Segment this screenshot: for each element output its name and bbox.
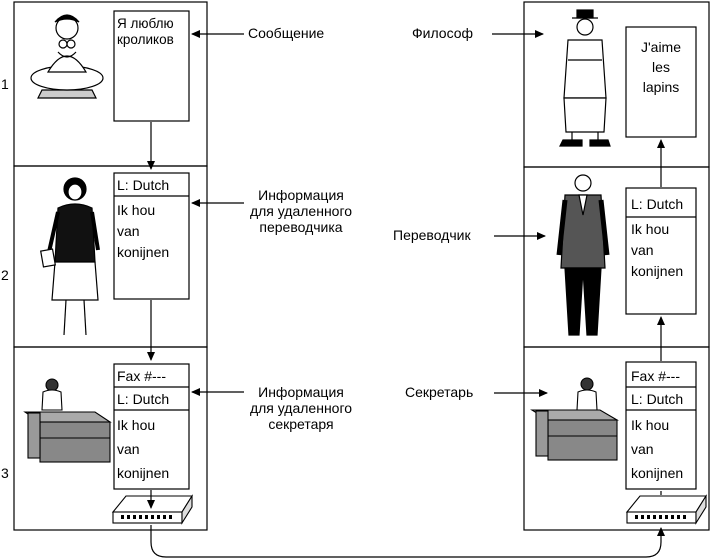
left-secretary-doc bbox=[113, 363, 190, 490]
left-stack bbox=[13, 1, 208, 531]
left-secretary-doc-header: L: Dutch bbox=[117, 391, 170, 407]
left-secretary-figure bbox=[23, 378, 112, 463]
left-translator-figure bbox=[40, 177, 100, 336]
left-philosopher-figure bbox=[30, 14, 104, 99]
right-secretary-doc-body: Ik hou van konijnen bbox=[631, 417, 684, 481]
layer-number-3: 3 bbox=[1, 465, 9, 481]
label-translator: Переводчик bbox=[393, 227, 471, 243]
label-philosopher: Философ bbox=[412, 25, 474, 41]
left-translator-doc-header: L: Dutch bbox=[117, 177, 170, 193]
label-secretary: Секретарь bbox=[405, 384, 474, 400]
label-translator-info: Информация для удаленного переводчика bbox=[249, 187, 353, 235]
left-translator-doc-body: Ik hou van konijnen bbox=[117, 202, 170, 260]
right-translator-doc bbox=[625, 187, 697, 315]
right-message-text: J'aime les lapins bbox=[640, 39, 682, 95]
right-secretary-doc bbox=[625, 361, 697, 490]
right-stack bbox=[523, 1, 710, 531]
right-secretary-doc-fax: Fax #--- bbox=[631, 368, 680, 384]
transmission-line bbox=[150, 525, 665, 558]
right-translator-doc-header: L: Dutch bbox=[631, 196, 684, 212]
left-fax-machine bbox=[111, 494, 193, 525]
left-message-doc bbox=[113, 10, 190, 122]
left-message-text: Я люблю кроликов bbox=[117, 16, 174, 47]
right-fax-machine bbox=[625, 494, 707, 525]
left-translator-doc bbox=[113, 172, 190, 300]
right-secretary-figure bbox=[530, 377, 620, 461]
label-message: Сообщение bbox=[248, 25, 325, 41]
left-secretary-doc-body: Ik hou van konijnen bbox=[117, 417, 170, 481]
right-translator-figure bbox=[556, 174, 610, 336]
label-secretary-info: Информация для удаленного секретаря bbox=[249, 384, 353, 432]
left-secretary-doc-fax: Fax #--- bbox=[117, 368, 166, 384]
right-layer-3-frame bbox=[523, 346, 710, 531]
left-layer-3-frame bbox=[13, 346, 208, 531]
right-message-doc bbox=[625, 26, 697, 138]
right-philosopher-figure bbox=[559, 9, 611, 147]
right-translator-doc-body: Ik hou van konijnen bbox=[631, 221, 684, 279]
right-secretary-doc-header: L: Dutch bbox=[631, 391, 684, 407]
layer-number-2: 2 bbox=[1, 267, 9, 283]
layer-number-1: 1 bbox=[1, 76, 9, 92]
